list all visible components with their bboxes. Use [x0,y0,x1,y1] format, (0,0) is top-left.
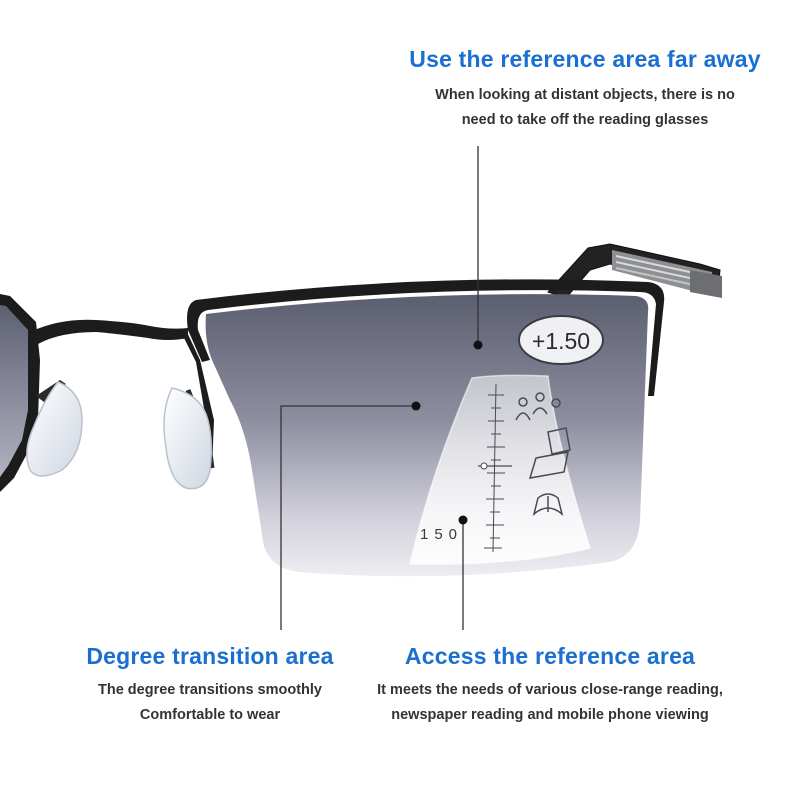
left-lens [0,301,30,477]
diopter-scale [478,383,512,553]
transition-zone-desc-line-2: Comfortable to wear [139,707,281,723]
people-icon [515,392,561,421]
callout-near-pointer [458,515,468,630]
callout-transition-pointer [280,401,421,630]
far-zone-desc-line-2: need to take off the reading glasses [461,112,709,128]
temple-arm [547,243,722,299]
diopter-badge: +1.50 [518,315,604,365]
transition-zone-desc-line-1: The degree transitions smoothly [98,682,322,698]
transition-zone-title: Degree transition area [86,643,334,669]
progressive-zone [410,375,590,565]
far-zone-desc-line-1: When looking at distant objects, there i… [435,87,735,103]
svg-text:+1.50: +1.50 [532,328,590,354]
nose-pad-right [163,387,213,490]
right-frame [187,279,665,396]
near-zone-title: Access the reference area [404,643,696,669]
laptop-icon [528,427,571,479]
book-icon [532,493,564,517]
near-zone-desc-line-2: newspaper reading and mobile phone viewi… [391,707,709,723]
scale-number: 150 [420,526,463,543]
callout-far-pointer [473,146,483,350]
far-zone-title: Use the reference area far away [409,46,761,72]
nose-pad-left [26,381,83,477]
near-zone-desc-line-1: It meets the needs of various close-rang… [377,682,723,698]
